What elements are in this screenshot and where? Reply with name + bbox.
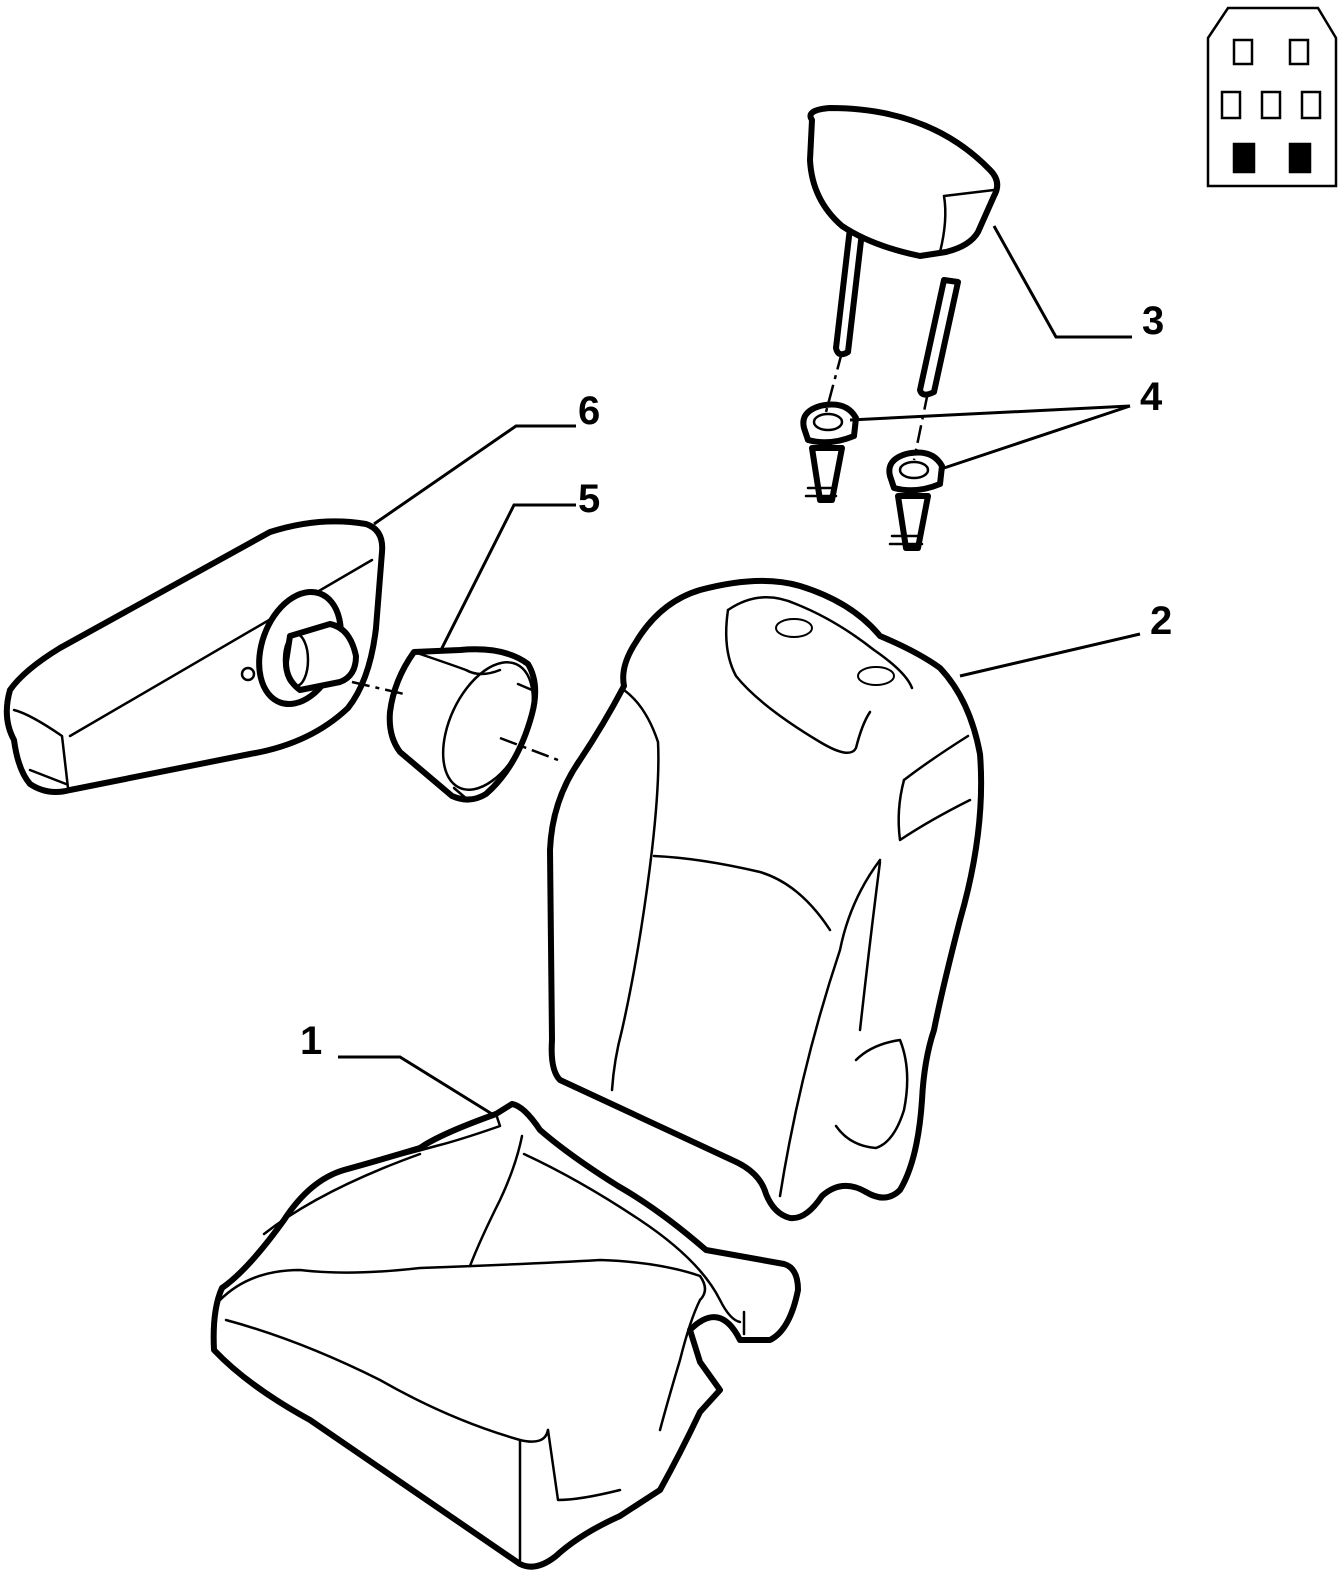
callout-3: 3 xyxy=(1142,299,1164,343)
leader-lines xyxy=(338,225,1141,1116)
seat-row2-center xyxy=(1260,90,1282,120)
leader-3 xyxy=(992,225,1132,339)
headrest-guides xyxy=(800,401,945,551)
armrest-cup xyxy=(386,646,539,803)
callout-6: 6 xyxy=(578,389,600,433)
headrest-guide-right xyxy=(886,449,945,551)
seat-row1-right xyxy=(1288,38,1310,66)
callout-2: 2 xyxy=(1150,599,1172,643)
headrest-guide-left xyxy=(800,401,859,503)
seat-cushion xyxy=(210,1101,801,1570)
callout-4: 4 xyxy=(1140,375,1163,419)
seat-row1-left xyxy=(1232,38,1254,66)
callout-numbers: 1 2 3 4 5 6 xyxy=(300,299,1172,1063)
seat-row3-right xyxy=(1288,142,1312,174)
leader-6 xyxy=(373,424,576,526)
callout-5: 5 xyxy=(578,477,600,521)
assembly-lines xyxy=(351,351,930,762)
leader-2 xyxy=(959,632,1141,678)
leader-4a xyxy=(849,404,1131,422)
callout-1: 1 xyxy=(300,1019,322,1063)
seat-back xyxy=(547,577,985,1222)
headrest xyxy=(807,105,1001,398)
seat-position-legend xyxy=(1206,6,1338,188)
leader-1 xyxy=(338,1055,493,1116)
seat-row2-left xyxy=(1220,90,1242,120)
armrest xyxy=(3,518,386,795)
seat-row2-right xyxy=(1300,90,1322,120)
leader-5 xyxy=(438,503,576,653)
seat-row3-left xyxy=(1232,142,1256,174)
leader-4b xyxy=(943,404,1131,470)
